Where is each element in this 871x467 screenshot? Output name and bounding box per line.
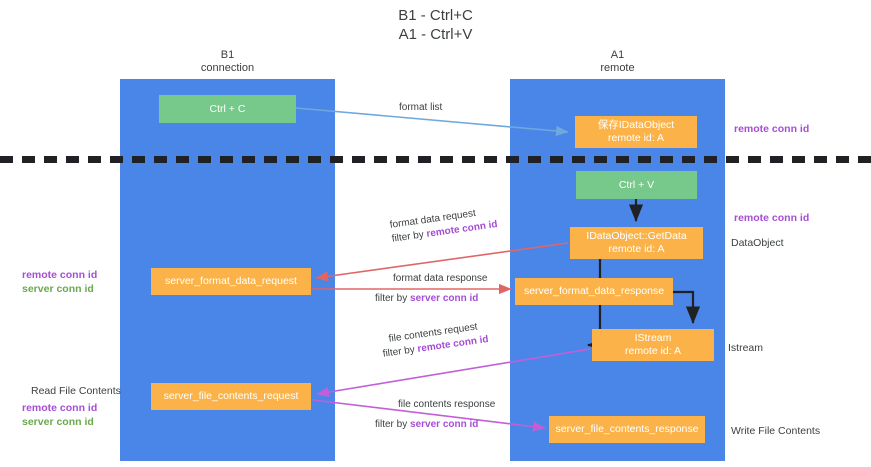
edge-label-file-contents-request: file contents request filter by remote c… — [380, 319, 490, 362]
annotation-server-conn-id-b: server conn id — [22, 416, 94, 428]
annotation-remote-conn-id-b: remote conn id — [22, 402, 98, 414]
edge-label-format-data-response-text: format data response — [393, 273, 488, 284]
diagram-title: B1 - Ctrl+C A1 - Ctrl+V — [398, 7, 473, 43]
annotation-remote-conn-id-middle: remote conn id — [734, 212, 810, 224]
annotation-read-file-contents: Read File Contents — [31, 385, 121, 397]
node-server-format-data-request-label: server_format_data_request — [165, 275, 297, 287]
node-getdata-title: IDataObject::GetData — [586, 230, 687, 242]
annotation-conn-ids-top: remote conn id server conn id — [22, 268, 97, 296]
column-header-b1: B1 connection — [200, 49, 255, 74]
edge-label-format-data-request: format data request filter by remote con… — [389, 204, 499, 247]
filter-by-text-4: filter by — [375, 419, 411, 430]
column-header-a1: A1 remote — [600, 49, 635, 74]
section-divider — [0, 156, 871, 163]
server-conn-id-text-2: server conn id — [410, 293, 479, 304]
server-conn-id-text-4: server conn id — [410, 419, 479, 430]
edge-label-file-contents-response-text: file contents response — [398, 399, 496, 410]
node-istream-remote-id: remote id: A — [624, 345, 682, 357]
annotation-dataobject: DataObject — [731, 237, 784, 249]
node-server-format-data-response[interactable]: server_format_data_response — [515, 278, 673, 305]
annotation-remote-conn-id-a: remote conn id — [22, 269, 98, 281]
filter-by-text-2: filter by — [375, 293, 411, 304]
node-idataobject[interactable]: 保存IDataObject remote id: A — [575, 116, 697, 148]
annotation-conn-ids-bottom: remote conn id server conn id — [22, 401, 97, 429]
edge-label-format-data-response: format data response filter by server co… — [375, 272, 488, 306]
node-istream-title: IStream — [634, 332, 672, 344]
node-ctrl-c-label: Ctrl + C — [209, 102, 246, 115]
edge-label-file-contents-response: file contents response — [398, 398, 495, 412]
node-server-file-contents-response[interactable]: server_file_contents_response — [549, 416, 705, 443]
node-idataobject-title: 保存IDataObject — [597, 119, 675, 131]
annotation-write-file-contents: Write File Contents — [731, 425, 821, 437]
node-server-file-contents-request[interactable]: server_file_contents_request — [151, 383, 311, 410]
filter-by-text-3: filter by — [382, 343, 419, 360]
annotation-istream: Istream — [728, 342, 764, 354]
node-server-file-contents-response-label: server_file_contents_response — [555, 423, 699, 435]
node-istream[interactable]: IStream remote id: A — [592, 329, 714, 361]
node-idataobject-remote-id: remote id: A — [607, 132, 665, 144]
node-getdata-remote-id: remote id: A — [608, 243, 665, 255]
annotation-server-conn-id-a: server conn id — [22, 283, 94, 295]
edge-label-format-list-text: format list — [399, 102, 443, 113]
node-idataobject-getdata[interactable]: IDataObject::GetData remote id: A — [570, 227, 703, 259]
node-server-file-contents-request-label: server_file_contents_request — [163, 390, 299, 402]
node-server-format-data-response-label: server_format_data_response — [523, 285, 665, 297]
node-ctrl-c[interactable]: Ctrl + C — [159, 95, 296, 123]
edge-label-format-list: format list — [399, 101, 442, 115]
annotation-remote-conn-id-top: remote conn id — [734, 123, 810, 135]
node-ctrl-v[interactable]: Ctrl + V — [576, 171, 697, 199]
node-server-format-data-request[interactable]: server_format_data_request — [151, 268, 311, 295]
filter-by-text-1: filter by — [391, 228, 428, 245]
node-ctrl-v-label: Ctrl + V — [618, 178, 655, 191]
edge-label-file-contents-response-filter: filter by server conn id — [375, 418, 478, 432]
